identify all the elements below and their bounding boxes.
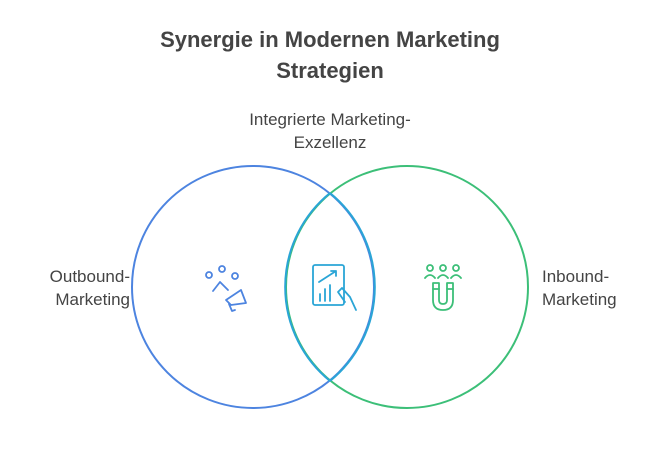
overlap-label: Integrierte Marketing- Exzellenz xyxy=(0,108,660,154)
overlap-label-line-1: Integrierte Marketing- xyxy=(249,110,411,129)
title-line-2: Strategien xyxy=(276,58,384,83)
megaphone-people-icon xyxy=(205,265,247,312)
outbound-label: Outbound- Marketing xyxy=(50,265,130,311)
outbound-label-line-2: Marketing xyxy=(55,290,130,309)
title-line-1: Synergie in Modernen Marketing xyxy=(160,27,500,52)
diagram-title: Synergie in Modernen Marketing Strategie… xyxy=(0,24,660,86)
inbound-circle xyxy=(285,165,529,409)
growth-chart-tablet-icon xyxy=(312,264,357,311)
overlap-arc-right xyxy=(329,192,376,382)
inbound-label-line-2: Marketing xyxy=(542,290,617,309)
outbound-label-line-1: Outbound- xyxy=(49,267,130,286)
outbound-circle xyxy=(131,165,375,409)
overlap-arc-left xyxy=(284,192,331,382)
overlap-label-line-2: Exzellenz xyxy=(293,133,367,152)
inbound-label: Inbound- Marketing xyxy=(542,265,617,311)
magnet-people-icon xyxy=(424,264,462,311)
inbound-label-line-1: Inbound- xyxy=(542,267,610,286)
